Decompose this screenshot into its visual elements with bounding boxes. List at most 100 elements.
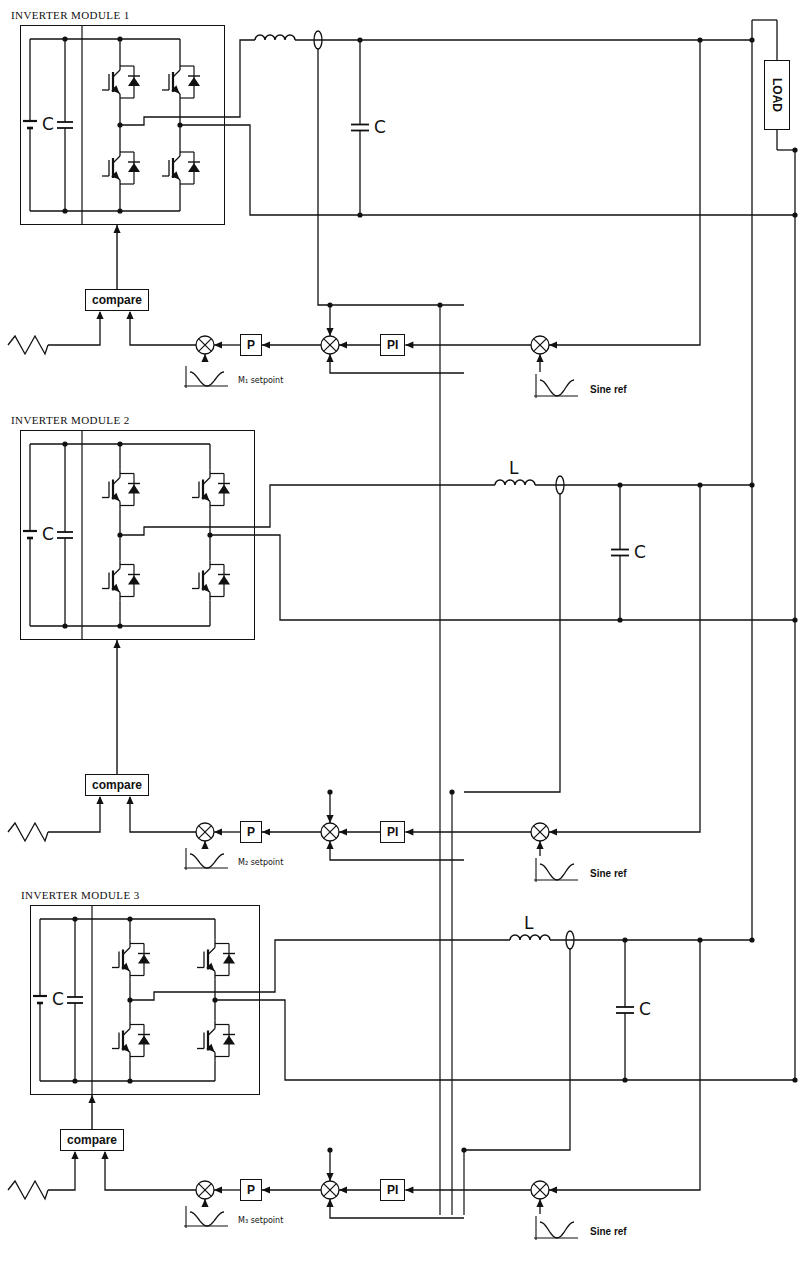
- junction-dot: [127, 1078, 132, 1083]
- summing-junction: [324, 1184, 337, 1197]
- control-block: P: [240, 821, 262, 843]
- carrier-wave: [8, 336, 48, 354]
- summing-junction: [196, 823, 214, 841]
- wire: [30, 38, 180, 39]
- junction-dot: [792, 147, 797, 152]
- junction-dot: [117, 36, 122, 41]
- arrow-head: [262, 828, 270, 835]
- arrow-head: [326, 1199, 333, 1207]
- diode-symbol: [120, 97, 134, 98]
- module-divider: [81, 430, 82, 640]
- diode-symbol: [218, 483, 230, 484]
- gate-signal-connector: [113, 225, 120, 289]
- carrier-wave: [8, 1181, 48, 1199]
- wire: [405, 344, 531, 345]
- diode-symbol: [120, 183, 134, 184]
- capacitor-symbol: [74, 919, 75, 997]
- wire: [262, 344, 321, 345]
- arrow-head: [339, 828, 347, 835]
- diode-symbol: [130, 975, 144, 976]
- arrow-head: [88, 1095, 95, 1103]
- component-label: C: [639, 999, 651, 1019]
- arrow-head: [206, 963, 214, 971]
- block-label: P: [247, 338, 255, 352]
- arrow-head: [111, 85, 119, 93]
- setpoint-waveform: [190, 372, 224, 386]
- wire: [105, 1152, 196, 1190]
- setpoint-waveform: [185, 1206, 186, 1228]
- arrow-head: [339, 1186, 347, 1193]
- arrow-head: [326, 354, 333, 362]
- inductor-symbol: [255, 35, 295, 40]
- summing-junction: [531, 823, 549, 841]
- load-wire: [776, 20, 777, 60]
- arrow-head: [126, 796, 133, 804]
- arrow-head: [96, 311, 103, 319]
- arrow-head: [201, 354, 208, 362]
- setpoint-waveform: [185, 848, 186, 870]
- summing-junction: [534, 339, 547, 352]
- module-divider: [91, 905, 92, 1095]
- diode-symbol: [188, 163, 200, 172]
- wire: [214, 1061, 215, 1082]
- capacitor-symbol: [624, 940, 625, 1007]
- igbt-symbol: [198, 573, 199, 589]
- arrow-head: [214, 1186, 222, 1193]
- arrow-head: [126, 311, 133, 319]
- junction-dot: [62, 623, 67, 628]
- control-block: PI: [380, 821, 405, 843]
- arrow-head: [121, 1044, 129, 1052]
- block-label: compare: [92, 293, 142, 307]
- junction-dot: [357, 37, 362, 42]
- sharing-bus: [463, 1150, 464, 1215]
- sharing-wire: [330, 841, 464, 860]
- inductor-symbol: [510, 935, 550, 940]
- setpoint-label: M₂ setpoint: [238, 858, 283, 867]
- igbt-symbol: [197, 1048, 204, 1049]
- summing-junction: [534, 826, 547, 839]
- module-title: INVERTER MODULE 2: [11, 414, 130, 426]
- capacitor-symbol: [616, 1006, 634, 1008]
- arrow-head: [262, 1186, 270, 1193]
- reference-label: Sine ref: [590, 1226, 627, 1237]
- igbt-symbol: [198, 482, 199, 498]
- diode-symbol: [120, 505, 134, 506]
- wire: [48, 797, 100, 832]
- arrow-head: [111, 584, 119, 592]
- sharing-wire: [330, 354, 464, 373]
- dc-source: [29, 39, 30, 121]
- reference-waveform: [535, 858, 536, 882]
- diode-symbol: [180, 65, 194, 66]
- module-title: INVERTER MODULE 1: [11, 9, 130, 21]
- summing-junction: [321, 336, 339, 354]
- output-wire: [210, 535, 795, 620]
- connector-line: [116, 225, 117, 289]
- wire: [209, 601, 210, 627]
- summing-junction: [324, 339, 337, 352]
- arrow-head: [101, 1151, 108, 1159]
- igbt-symbol: [192, 497, 199, 498]
- junction-dot: [327, 1147, 332, 1152]
- igbt-symbol: [102, 89, 109, 90]
- summing-junction: [324, 339, 337, 352]
- arrow-head: [339, 341, 347, 348]
- diode-symbol: [130, 1056, 144, 1057]
- module-divider: [81, 25, 82, 225]
- module-title: INVERTER MODULE 3: [21, 889, 140, 901]
- capacitor-symbol: [74, 1003, 75, 1081]
- diode-symbol: [128, 75, 140, 76]
- summing-junction: [321, 1181, 339, 1199]
- diode-symbol: [215, 1056, 229, 1057]
- wire: [535, 484, 752, 485]
- junction-dot: [72, 916, 77, 921]
- component-label: L: [524, 913, 533, 933]
- igbt-symbol: [203, 1033, 204, 1049]
- inverter-module: INVERTER MODULE 2: [20, 430, 255, 640]
- arrow-head: [113, 225, 120, 233]
- connector-line: [116, 640, 117, 774]
- dc-source: [29, 444, 30, 531]
- arrow-head: [549, 341, 557, 348]
- control-block: compare: [60, 1129, 124, 1151]
- component-label: C: [52, 989, 64, 1009]
- capacitor-symbol: [64, 538, 65, 626]
